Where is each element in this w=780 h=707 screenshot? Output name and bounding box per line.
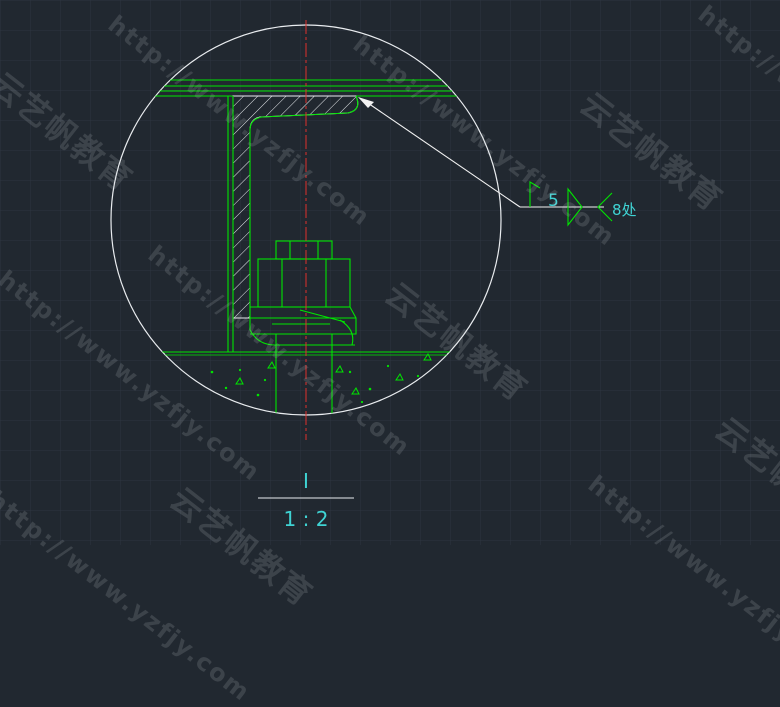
scale-label: 1 : 2 bbox=[284, 507, 329, 531]
weld-leader[interactable] bbox=[358, 97, 604, 208]
channel-outline[interactable] bbox=[227, 95, 359, 352]
weld-size-label: 5 bbox=[548, 191, 559, 211]
detail-geometry bbox=[111, 79, 500, 415]
fillet-weld-triangle bbox=[567, 187, 583, 227]
anchor-bolt[interactable] bbox=[250, 240, 357, 415]
cad-canvas[interactable]: 5 8处 I 1 : 2 bbox=[0, 0, 780, 545]
weld-symbol[interactable] bbox=[529, 181, 613, 227]
view-mark-label: I bbox=[303, 469, 309, 493]
weld-tail bbox=[597, 192, 613, 222]
leader-arrowhead bbox=[358, 97, 374, 108]
fillet-weld-flag bbox=[529, 181, 541, 207]
weld-count-label: 8处 bbox=[612, 201, 637, 219]
